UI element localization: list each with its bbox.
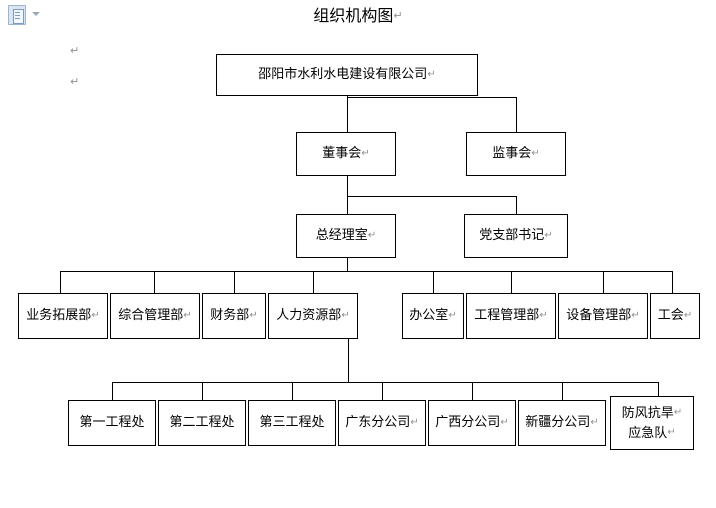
connector-drop-unit-6 xyxy=(562,382,563,400)
org-node-finance-dept[interactable]: 财务部↵ xyxy=(202,293,266,339)
org-node-human-resources-dept[interactable]: 人力资源部↵ xyxy=(268,293,358,339)
org-node-label: 业务拓展部 xyxy=(26,308,92,323)
org-node-label: 综合管理部 xyxy=(118,308,184,323)
org-node-first-engineering-division[interactable]: 第一工程处 xyxy=(68,400,156,446)
org-node-label: 第三工程处 xyxy=(259,415,325,430)
org-node-guangxi-branch[interactable]: 广西分公司↵ xyxy=(428,400,516,446)
connector-drop-engineering-mgmt xyxy=(511,271,512,293)
paragraph-mark: ↵ xyxy=(183,310,192,321)
connector-drop-unit-7 xyxy=(658,382,659,396)
connector-drop-equipment-mgmt xyxy=(603,271,604,293)
org-node-label: 工会 xyxy=(657,308,684,323)
connector-root-to-supervisors xyxy=(347,97,517,98)
org-node-label: 党支部书记 xyxy=(479,228,545,243)
org-node-label: 第一工程处 xyxy=(79,415,145,430)
org-node-labor-union[interactable]: 工会↵ xyxy=(650,293,700,339)
paragraph-mark: ↵ xyxy=(393,9,403,22)
paragraph-mark: ↵ xyxy=(361,148,370,159)
connector-drop-union xyxy=(672,271,673,293)
connector-party-stem xyxy=(516,196,517,214)
connector-drop-office xyxy=(433,271,434,293)
paragraph-mark: ↵ xyxy=(673,407,683,418)
connector-board-stem xyxy=(347,176,348,214)
org-node-label: 人力资源部 xyxy=(276,308,342,323)
paragraph-mark: ↵ xyxy=(500,417,509,428)
org-node-label: 新疆分公司 xyxy=(525,415,591,430)
paragraph-mark: ↵ xyxy=(249,310,258,321)
org-node-label: 办公室 xyxy=(409,308,449,323)
connector-unit-bus xyxy=(112,382,658,383)
paste-options-widget[interactable] xyxy=(8,5,48,25)
connector-drop-unit-2 xyxy=(202,382,203,400)
org-node-general-manager-office[interactable]: 总经理室↵ xyxy=(296,214,396,258)
org-node-equipment-management-dept[interactable]: 设备管理部↵ xyxy=(558,293,648,339)
paragraph-mark: ↵ xyxy=(590,417,599,428)
org-node-xinjiang-branch[interactable]: 新疆分公司↵ xyxy=(518,400,606,446)
org-node-label: 邵阳市水利水电建设有限公司 xyxy=(258,67,428,82)
org-node-office[interactable]: 办公室↵ xyxy=(402,293,464,339)
paragraph-mark: ↵ xyxy=(70,44,80,57)
org-node-windstorm-drought-emergency-team[interactable]: 防风抗旱↵ 应急队↵ xyxy=(610,396,694,450)
org-node-label: 广西分公司 xyxy=(435,415,501,430)
connector-drop-general-admin xyxy=(154,271,155,293)
paragraph-mark: ↵ xyxy=(683,310,693,321)
connector-units-trunk xyxy=(348,339,349,382)
page-title-text: 组织机构图 xyxy=(313,6,394,25)
org-node-general-administration-dept[interactable]: 综合管理部↵ xyxy=(110,293,200,339)
connector-board-to-party xyxy=(347,196,517,197)
connector-drop-unit-4 xyxy=(382,382,383,400)
org-node-board-of-supervisors[interactable]: 监事会↵ xyxy=(466,132,566,176)
page-title: 组织机构图↵ xyxy=(0,6,716,26)
org-node-label: 工程管理部 xyxy=(474,308,540,323)
org-node-third-engineering-division[interactable]: 第三工程处 xyxy=(248,400,336,446)
org-node-label-line-2: 应急队↵ xyxy=(628,426,676,441)
connector-department-bus xyxy=(60,271,673,272)
org-node-label: 财务部 xyxy=(210,308,250,323)
connector-supervisors-stem xyxy=(516,97,517,132)
paste-options-icon[interactable] xyxy=(8,5,26,25)
connector-drop-unit-3 xyxy=(292,382,293,400)
connector-root-stem xyxy=(347,96,348,132)
paragraph-mark: ↵ xyxy=(539,310,548,321)
org-node-business-development-dept[interactable]: 业务拓展部↵ xyxy=(18,293,108,339)
connector-gm-stem xyxy=(347,258,348,271)
org-node-label: 第二工程处 xyxy=(169,415,235,430)
paragraph-mark: ↵ xyxy=(667,427,676,438)
paragraph-mark: ↵ xyxy=(70,75,80,88)
paragraph-mark: ↵ xyxy=(544,230,553,241)
org-node-label: 设备管理部 xyxy=(566,308,632,323)
org-node-second-engineering-division[interactable]: 第二工程处 xyxy=(158,400,246,446)
connector-drop-business-dev xyxy=(60,271,61,293)
org-node-company[interactable]: 邵阳市水利水电建设有限公司↵ xyxy=(216,54,478,96)
chevron-down-icon[interactable] xyxy=(32,12,40,16)
paragraph-mark: ↵ xyxy=(410,417,419,428)
org-node-label: 广东分公司 xyxy=(345,415,411,430)
org-node-label: 董事会 xyxy=(322,146,362,161)
paragraph-mark: ↵ xyxy=(448,310,457,321)
paragraph-mark: ↵ xyxy=(531,148,540,159)
paragraph-mark: ↵ xyxy=(341,310,350,321)
org-node-board-of-directors[interactable]: 董事会↵ xyxy=(296,132,396,176)
org-node-party-branch-secretary[interactable]: 党支部书记↵ xyxy=(464,214,568,258)
org-node-label: 总经理室 xyxy=(315,228,368,243)
paragraph-mark: ↵ xyxy=(631,310,640,321)
connector-drop-unit-1 xyxy=(112,382,113,400)
connector-drop-finance xyxy=(234,271,235,293)
org-node-guangdong-branch[interactable]: 广东分公司↵ xyxy=(338,400,426,446)
connector-drop-unit-5 xyxy=(472,382,473,400)
paragraph-mark: ↵ xyxy=(427,69,436,80)
connector-drop-hr xyxy=(313,271,314,293)
paragraph-mark: ↵ xyxy=(91,310,100,321)
paragraph-mark: ↵ xyxy=(367,230,377,241)
org-node-label-line-1: 防风抗旱↵ xyxy=(621,406,683,421)
org-node-label: 监事会 xyxy=(492,146,532,161)
org-node-engineering-management-dept[interactable]: 工程管理部↵ xyxy=(466,293,556,339)
